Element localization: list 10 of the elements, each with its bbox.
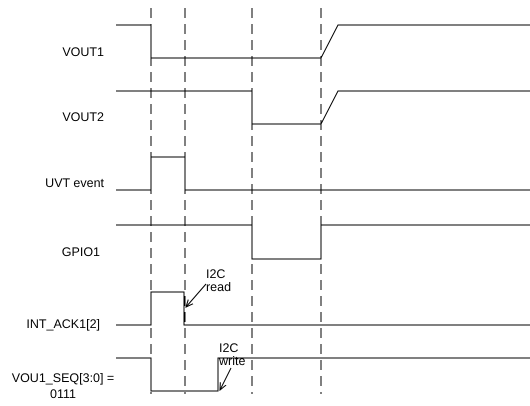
signal-name: VOUT1 [62,45,104,60]
leader-arrow [219,368,232,391]
annotation-text: I2C read [206,268,246,294]
annotation-text: I2C write [219,342,259,368]
signal-name: INT_ACK1[2] [26,317,100,332]
signal-name: VOUT2 [62,110,104,125]
signal-name: VOU1_SEQ[3:0] = 0111 [10,370,116,402]
signal-name: GPIO1 [62,245,100,260]
leader-arrow [185,284,206,308]
signal-name: UVT event [45,176,104,191]
